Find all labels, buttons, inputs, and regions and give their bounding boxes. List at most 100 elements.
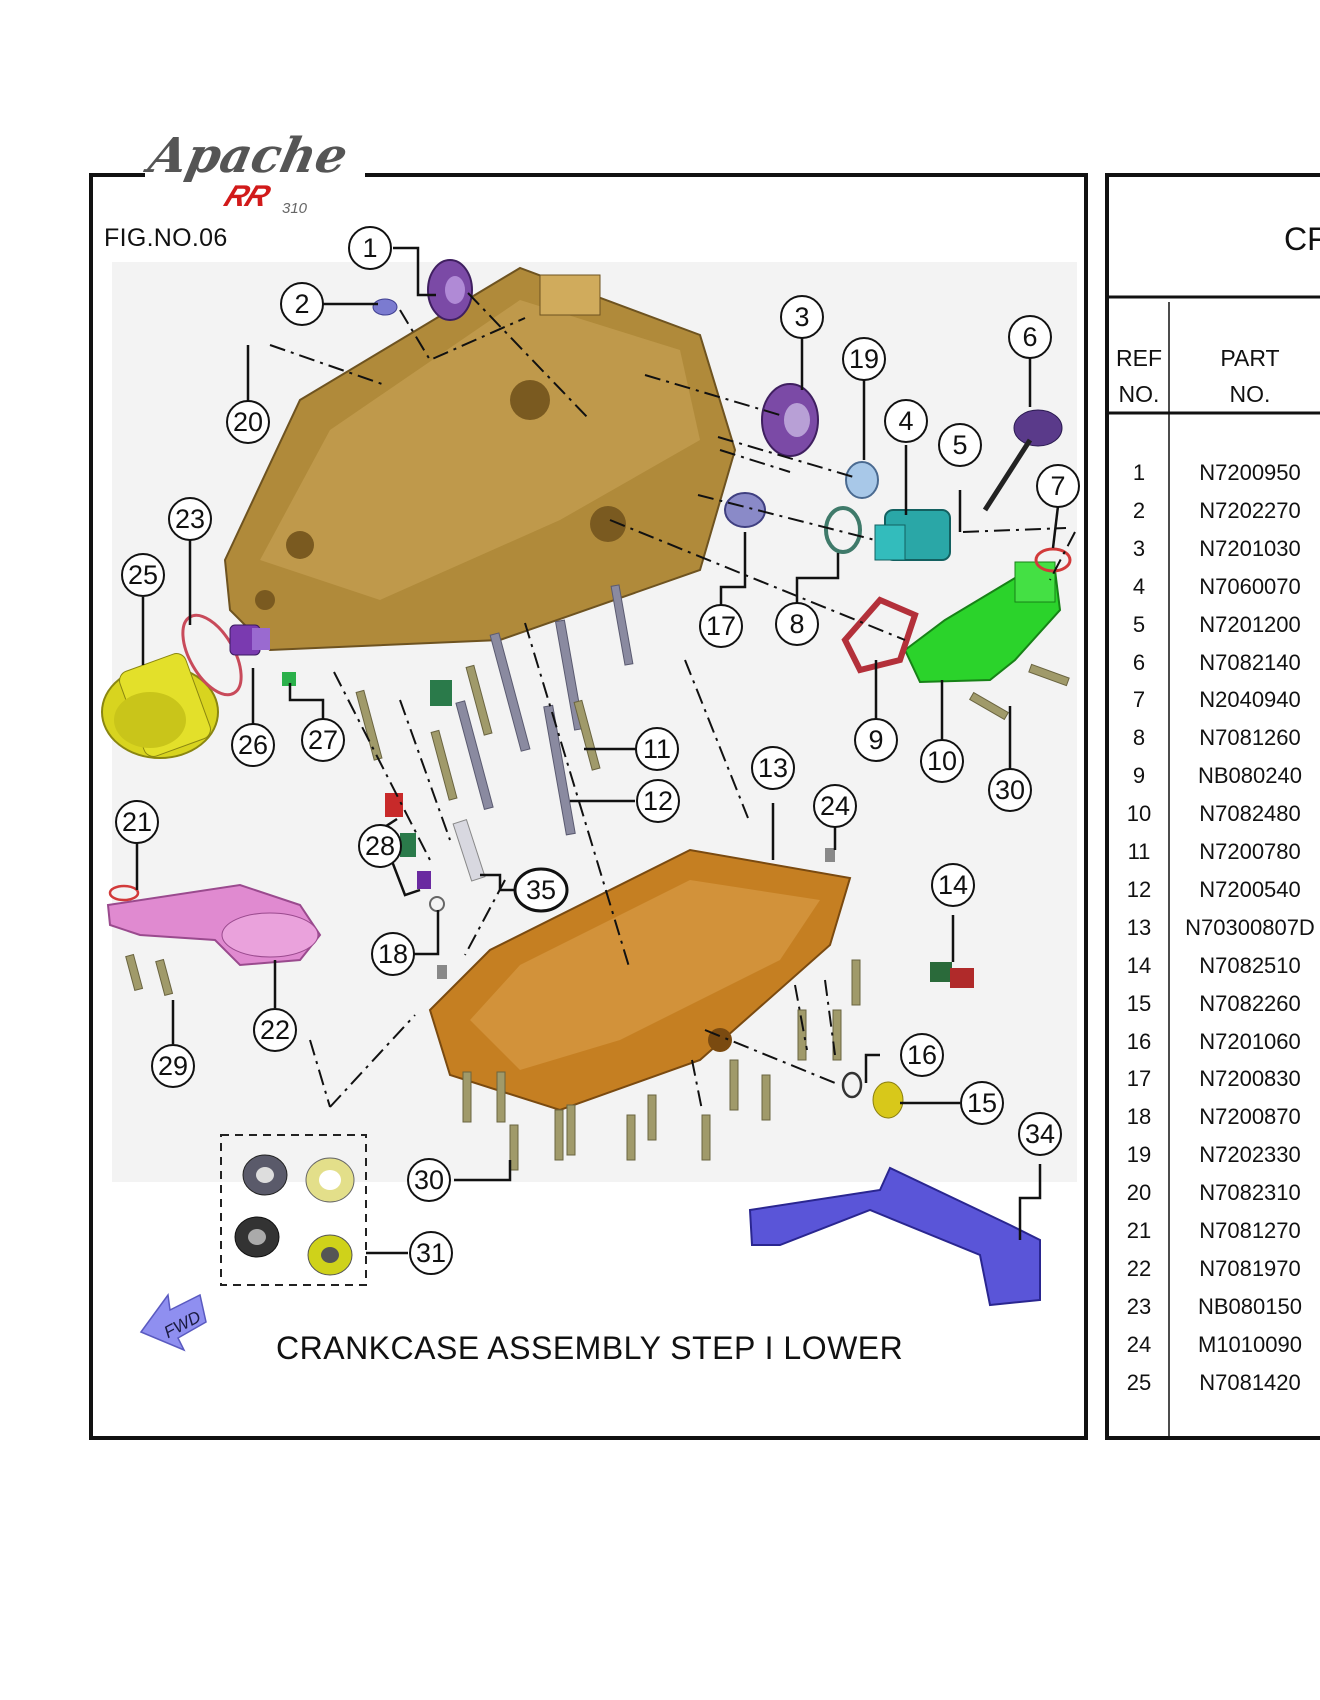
brand-logo-model: 310 bbox=[282, 200, 308, 217]
leader-lines bbox=[135, 246, 1060, 1255]
header-part-line1: PART bbox=[1220, 345, 1280, 371]
table-cell-part-no: N7082310 bbox=[1199, 1180, 1301, 1205]
header-part-line2: NO. bbox=[1229, 381, 1271, 407]
table-cell-ref: 21 bbox=[1126, 1218, 1152, 1243]
table-cell-part-no: N7201060 bbox=[1199, 1029, 1301, 1054]
callout-number: 14 bbox=[938, 870, 968, 900]
callout-number: 8 bbox=[789, 609, 804, 639]
callout-number: 29 bbox=[158, 1051, 188, 1081]
table-cell-part-no: NB080240 bbox=[1198, 763, 1302, 788]
callout-balloon: 21 bbox=[115, 800, 159, 844]
callout-number: 3 bbox=[794, 302, 809, 332]
callout-number: 25 bbox=[128, 560, 158, 590]
callout-balloon: 4 bbox=[884, 399, 928, 443]
callout-number: 30 bbox=[995, 775, 1025, 805]
callout-number: 20 bbox=[233, 407, 263, 437]
table-cell-part-no: N7201200 bbox=[1199, 612, 1301, 637]
table-cell-ref: 1 bbox=[1132, 460, 1146, 485]
table-cell-part-no: N7200540 bbox=[1199, 877, 1301, 902]
table-cell-part-no: N7200830 bbox=[1199, 1066, 1301, 1091]
callout-number: 2 bbox=[294, 289, 309, 319]
oil-jet-purple bbox=[417, 871, 431, 889]
table-cell-ref: 7 bbox=[1132, 687, 1146, 712]
callout-number: 5 bbox=[952, 430, 967, 460]
callout-balloon: 14 bbox=[931, 863, 975, 907]
bolts-small bbox=[355, 664, 601, 801]
mounting-bracket bbox=[748, 1166, 1041, 1307]
table-cell-part-no: N7201030 bbox=[1199, 536, 1301, 561]
drain-washer bbox=[841, 1071, 863, 1099]
o-ring-small bbox=[1034, 547, 1072, 573]
table-cell-part-no: NB080150 bbox=[1198, 1294, 1302, 1319]
callout-number: 28 bbox=[365, 831, 395, 861]
callout-balloon: 12 bbox=[636, 779, 680, 823]
oil-jet-red bbox=[385, 793, 403, 817]
table-cell-ref: 11 bbox=[1127, 839, 1151, 864]
oil-pickup-strainer bbox=[106, 883, 322, 967]
header-ref-line1: REF bbox=[1116, 345, 1162, 371]
oil-filter bbox=[101, 653, 219, 759]
callout-number: 31 bbox=[416, 1238, 446, 1268]
drain-plug bbox=[229, 624, 270, 656]
callout-balloon: 13 bbox=[751, 746, 795, 790]
callout-balloon: 3 bbox=[780, 295, 824, 339]
table-cell-part-no: N7081420 bbox=[1199, 1370, 1301, 1395]
bearing-kit bbox=[234, 1154, 355, 1276]
table-title: CF bbox=[1284, 221, 1320, 257]
gasket bbox=[841, 596, 919, 674]
table-cell-ref: 15 bbox=[1126, 991, 1152, 1016]
callout-number: 23 bbox=[175, 504, 205, 534]
table-cell-part-no: N7082510 bbox=[1199, 953, 1301, 978]
pickup-o-ring bbox=[108, 884, 140, 902]
table-cell-ref: 8 bbox=[1132, 725, 1146, 750]
table-cell-part-no: N7060070 bbox=[1199, 574, 1301, 599]
oil-jet-green bbox=[400, 833, 416, 857]
callout-balloon: 26 bbox=[231, 723, 275, 767]
table-cell-ref: 24 bbox=[1126, 1332, 1152, 1357]
callout-number: 22 bbox=[260, 1015, 290, 1045]
callout-balloon: 18 bbox=[371, 932, 415, 976]
oil-pressure-switch bbox=[930, 962, 974, 988]
callout-number: 1 bbox=[362, 233, 377, 263]
callout-balloon: 8 bbox=[775, 602, 819, 646]
callout-number: 34 bbox=[1025, 1119, 1055, 1149]
callout-balloon: 11 bbox=[635, 727, 679, 771]
water-pump-cover bbox=[903, 561, 1062, 684]
oil-dipstick bbox=[982, 409, 1063, 512]
table-cell-part-no: N70300807D bbox=[1185, 915, 1315, 940]
table-cell-part-no: M1010090 bbox=[1198, 1332, 1302, 1357]
callout-number: 9 bbox=[868, 725, 883, 755]
dowel-pin bbox=[452, 818, 486, 882]
table-cell-ref: 19 bbox=[1126, 1142, 1152, 1167]
table-frame bbox=[1105, 173, 1320, 1440]
callout-balloon: 10 bbox=[920, 739, 964, 783]
dowel-lower bbox=[437, 965, 447, 979]
o-ring-large bbox=[824, 506, 862, 554]
table-cell-part-no: N7200950 bbox=[1199, 460, 1301, 485]
callout-number: 11 bbox=[643, 734, 671, 764]
callout-number: 15 bbox=[967, 1088, 997, 1118]
table-cell-ref: 13 bbox=[1126, 915, 1152, 940]
callout-number: 26 bbox=[238, 730, 268, 760]
callout-number: 4 bbox=[898, 406, 913, 436]
table-cell-ref: 18 bbox=[1126, 1104, 1152, 1129]
callout-number: 13 bbox=[758, 753, 788, 783]
table-cell-ref: 25 bbox=[1126, 1370, 1152, 1395]
callout-balloon: 19 bbox=[842, 337, 886, 381]
callout-number: 21 bbox=[122, 807, 152, 837]
table-cell-ref: 14 bbox=[1126, 953, 1152, 978]
assembly-lines bbox=[269, 292, 1076, 1111]
callout-balloon: 5 bbox=[938, 423, 982, 467]
table-cell-ref: 10 bbox=[1126, 801, 1152, 826]
bush-ring bbox=[845, 461, 879, 499]
table-cell-ref: 3 bbox=[1132, 536, 1146, 561]
table-cell-part-no: N7081970 bbox=[1199, 1256, 1301, 1281]
callout-balloon: 1 bbox=[348, 226, 392, 270]
callout-balloon: 34 bbox=[1018, 1112, 1062, 1156]
oil-seals bbox=[372, 259, 819, 457]
callout-balloon: 7 bbox=[1036, 464, 1080, 508]
callout-number: 12 bbox=[643, 786, 673, 816]
